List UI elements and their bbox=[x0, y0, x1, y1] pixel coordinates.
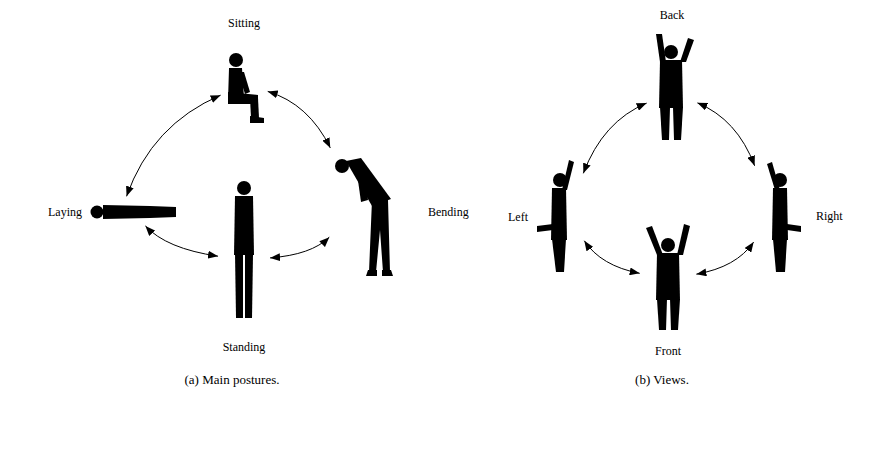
posture-node: Back bbox=[650, 8, 694, 142]
posture-label: Front bbox=[655, 344, 681, 358]
posture-label: Sitting bbox=[228, 16, 260, 30]
posture-label: Back bbox=[660, 8, 685, 22]
subfigure-caption: (a) Main postures. bbox=[185, 372, 280, 388]
front-view-figure bbox=[646, 224, 690, 330]
transition-arrow bbox=[696, 242, 753, 274]
posture-node: Left bbox=[508, 160, 580, 274]
posture-node: Laying bbox=[48, 200, 176, 224]
posture-node: Front bbox=[644, 222, 692, 358]
transition-arrow bbox=[145, 226, 218, 256]
posture-node: Sitting bbox=[224, 16, 264, 124]
transition-arrow bbox=[127, 95, 221, 196]
posture-node: Bending bbox=[334, 148, 469, 276]
posture-node: Standing bbox=[223, 180, 266, 354]
laying-figure bbox=[91, 205, 177, 219]
posture-label: Right bbox=[816, 209, 843, 223]
transition-arrow bbox=[697, 103, 754, 166]
posture-label: Standing bbox=[223, 340, 266, 354]
subfigure-caption: (b) Views. bbox=[635, 372, 689, 388]
back-view-figure bbox=[656, 34, 694, 140]
transition-arrow bbox=[270, 237, 329, 258]
left-view-figure bbox=[537, 160, 574, 272]
posture-label: Left bbox=[508, 210, 528, 224]
posture-label: Bending bbox=[428, 205, 469, 219]
posture-node: Right bbox=[758, 160, 843, 272]
transition-arrow bbox=[583, 103, 646, 173]
transition-arrow bbox=[268, 91, 331, 147]
posture-label: Laying bbox=[48, 205, 82, 219]
sitting-figure bbox=[228, 53, 264, 123]
right-view-figure bbox=[767, 162, 801, 272]
bending-figure bbox=[335, 158, 393, 276]
standing-figure bbox=[234, 181, 254, 318]
transition-arrow bbox=[584, 241, 639, 274]
